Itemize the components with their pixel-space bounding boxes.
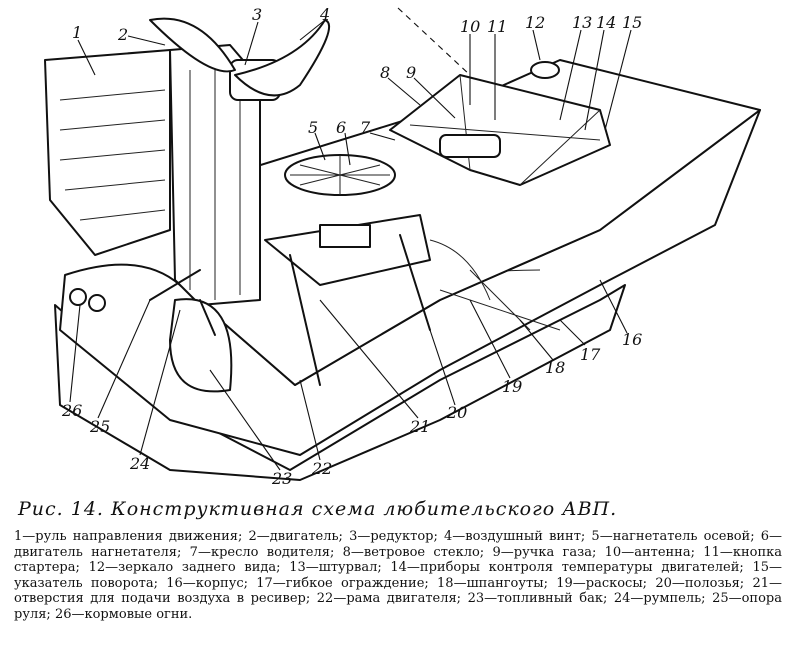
callout-15: 15 bbox=[622, 13, 642, 32]
callout-16: 16 bbox=[622, 330, 642, 349]
driver-seat bbox=[439, 134, 501, 158]
callout-9: 9 bbox=[406, 63, 416, 82]
callout-17: 17 bbox=[580, 345, 601, 364]
callout-26: 26 bbox=[61, 401, 82, 420]
callout-2: 2 bbox=[117, 25, 128, 44]
callout-21: 21 bbox=[409, 417, 430, 436]
figure-legend: 1—руль направления движения; 2—двигатель… bbox=[14, 529, 782, 622]
engine-frame bbox=[264, 214, 431, 386]
callout-25: 25 bbox=[89, 417, 110, 436]
callout-19: 19 bbox=[502, 377, 522, 396]
fuel-tank bbox=[169, 298, 233, 393]
callout-1: 1 bbox=[72, 23, 82, 42]
callout-10: 10 bbox=[460, 17, 480, 36]
figure-caption: Рис. 14. Конструктивная схема любительск… bbox=[18, 498, 618, 520]
callout-23: 23 bbox=[271, 469, 292, 488]
callout-11: 11 bbox=[487, 17, 507, 36]
tiller bbox=[149, 269, 216, 336]
callout-18: 18 bbox=[545, 358, 565, 377]
callout-6: 6 bbox=[336, 118, 346, 137]
callout-22: 22 bbox=[311, 459, 332, 478]
callout-13: 13 bbox=[572, 13, 592, 32]
skirt bbox=[54, 284, 626, 481]
rear-light bbox=[88, 294, 106, 312]
callout-20: 20 bbox=[446, 403, 467, 422]
callout-7: 7 bbox=[360, 118, 371, 137]
callout-3: 3 bbox=[252, 5, 262, 24]
antenna bbox=[397, 7, 471, 76]
hovercraft-diagram: 1 2 3 4 5 6 7 8 9 10 11 12 13 14 15 16 1… bbox=[44, 5, 761, 488]
propeller bbox=[149, 17, 236, 73]
mirror bbox=[530, 61, 560, 79]
callout-12: 12 bbox=[525, 13, 545, 32]
callout-8: 8 bbox=[380, 63, 390, 82]
callout-24: 24 bbox=[129, 454, 150, 473]
rear-light bbox=[69, 288, 87, 306]
callout-4: 4 bbox=[319, 5, 330, 24]
callout-5: 5 bbox=[308, 118, 318, 137]
rudder-fins bbox=[44, 49, 171, 256]
callout-14: 14 bbox=[596, 13, 616, 32]
